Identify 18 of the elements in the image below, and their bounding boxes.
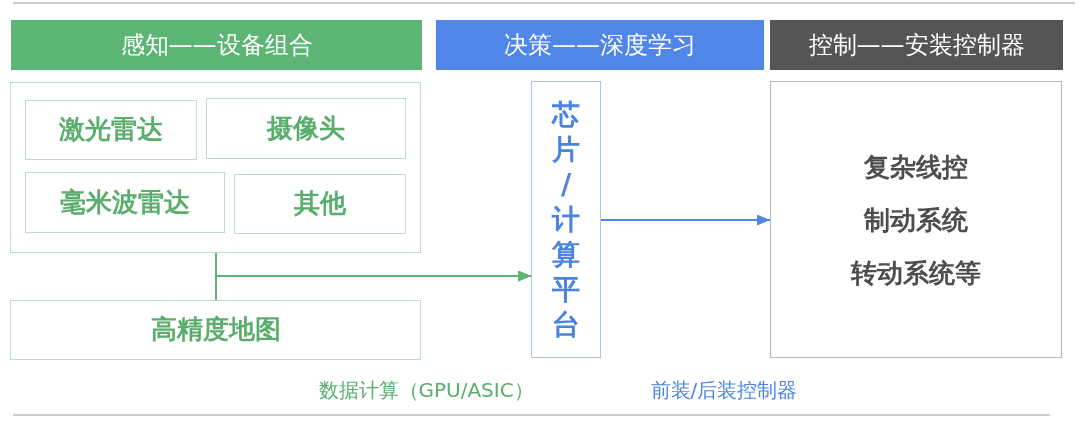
map-box: 高精度地图 [10, 300, 421, 360]
sensor-group-frame [10, 82, 421, 253]
note-text: 数据计算（GPU/ASIC） [318, 378, 534, 402]
section-header: 感知——设备组合 [11, 20, 422, 70]
section-header: 决策——深度学习 [436, 20, 764, 70]
section-header: 控制——安装控制器 [770, 20, 1063, 70]
control-box [770, 81, 1062, 358]
platform-box: 芯片/计算平台 [531, 81, 601, 358]
sensor-box: 毫米波雷达 [25, 172, 225, 233]
arrow [600, 214, 771, 226]
sensor-box: 其他 [234, 174, 406, 234]
sensor-box: 激光雷达 [25, 100, 197, 160]
arrow [215, 270, 532, 301]
item-label: 转动系统等 [851, 257, 981, 288]
item-label: 制动系统 [864, 204, 968, 235]
item-label: 复杂线控 [864, 151, 968, 182]
note-text: 前装/后装控制器 [650, 378, 798, 402]
sensor-box: 摄像头 [206, 98, 406, 159]
